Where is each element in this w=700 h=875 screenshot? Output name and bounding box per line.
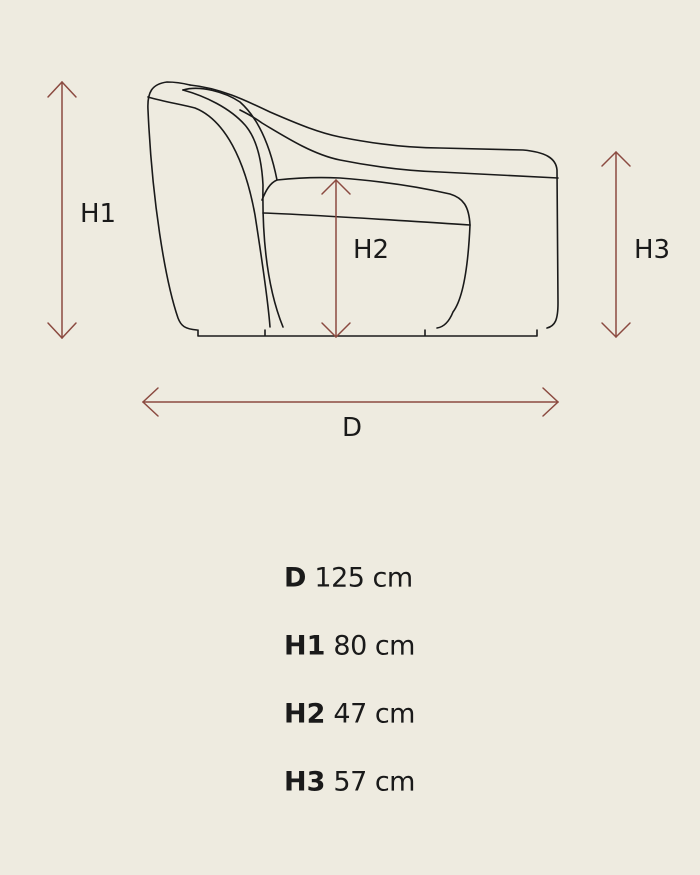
- chair-band: [182, 87, 278, 181]
- chair-base: [197, 329, 538, 337]
- h1-arrow: [47, 80, 77, 340]
- h3-arrow: [601, 150, 631, 339]
- chair-back-inner: [147, 96, 271, 328]
- spec-key: H1: [284, 630, 326, 662]
- d-arrow: [141, 387, 560, 417]
- d-label: D: [341, 413, 363, 443]
- arm-top: [189, 84, 559, 329]
- chair-band-edge: [182, 89, 284, 328]
- h1-label: H1: [79, 199, 117, 229]
- dimension-arrows: [47, 80, 631, 417]
- seat-cushion: [261, 176, 471, 329]
- spec-value: 125 cm: [314, 562, 413, 594]
- seat-line: [262, 212, 471, 226]
- spec-value: 57 cm: [333, 766, 415, 798]
- arm-inner: [239, 109, 559, 179]
- spec-value: 47 cm: [333, 698, 415, 730]
- h2-arrow: [321, 178, 351, 339]
- chair-back-outer: [147, 81, 198, 331]
- spec-value: 80 cm: [333, 630, 415, 662]
- spec-key: H3: [284, 766, 326, 798]
- h2-label: H2: [352, 235, 390, 265]
- spec-key: H2: [284, 698, 326, 730]
- spec-key: D: [284, 562, 307, 594]
- h3-label: H3: [633, 235, 671, 265]
- armchair-outline: [147, 81, 559, 337]
